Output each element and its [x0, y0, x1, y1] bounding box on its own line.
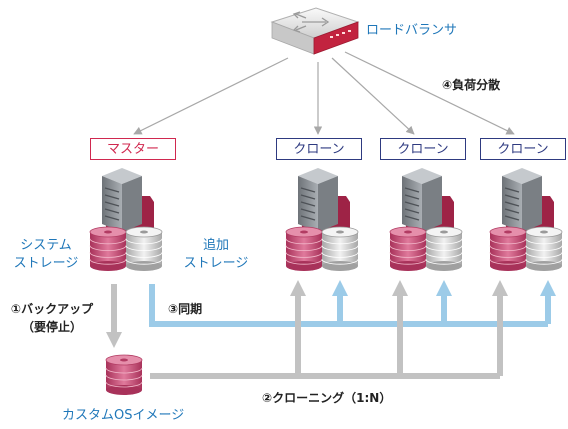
sync-line: [149, 280, 556, 327]
distribution-lines: [133, 51, 515, 135]
clone-box-3: クローン: [480, 138, 566, 160]
clone-1-system-disk-icon: [285, 226, 323, 271]
cloning-label: ②クローニング（1:N）: [262, 391, 392, 405]
system-storage-label: システム ストレージ: [6, 237, 86, 273]
clone-3-additional-disk-icon: [525, 226, 563, 271]
server-icon: [298, 168, 338, 232]
sync-label: ③同期: [168, 302, 203, 316]
additional-storage-line1: 追加: [202, 238, 229, 253]
load-balancer-label: ロードバランサ: [366, 23, 458, 38]
master-server-group: [89, 168, 163, 271]
backup-line2: （要停止）: [21, 320, 82, 334]
clone-2-system-disk-icon: [389, 226, 427, 271]
load-balancer-icon: [270, 7, 360, 55]
clone-box-2: クローン: [380, 138, 466, 160]
master-box: マスター: [90, 138, 176, 160]
additional-storage-line2: ストレージ: [183, 256, 249, 271]
clone-2-server-group: [389, 168, 463, 271]
clone-box-1: クローン: [276, 138, 362, 160]
system-storage-line1: システム: [20, 238, 72, 253]
additional-storage-label: 追加 ストレージ: [176, 237, 256, 273]
cloning-line: [150, 280, 508, 379]
clone-3-server-group: [489, 168, 563, 271]
backup-arrow: [106, 284, 122, 348]
backup-line1: ①バックアップ: [10, 302, 94, 316]
clone-1-additional-disk-icon: [321, 226, 359, 271]
clone-2-additional-disk-icon: [425, 226, 463, 271]
clone-1-server-group: [285, 168, 359, 271]
server-icon: [502, 168, 542, 232]
backup-label: ①バックアップ （要停止）: [0, 300, 104, 336]
server-icon: [102, 168, 142, 232]
clone-3-system-disk-icon: [489, 226, 527, 271]
server-icon: [402, 168, 442, 232]
master-system-disk-icon: [89, 226, 127, 271]
custom-os-image-label: カスタムOSイメージ: [62, 408, 185, 423]
server-groups: [89, 168, 563, 271]
load-distribution-label: ④負荷分散: [442, 78, 501, 92]
custom-os-image-disk-icon: [105, 354, 143, 395]
master-additional-disk-icon: [125, 226, 163, 271]
system-storage-line2: ストレージ: [13, 256, 79, 271]
